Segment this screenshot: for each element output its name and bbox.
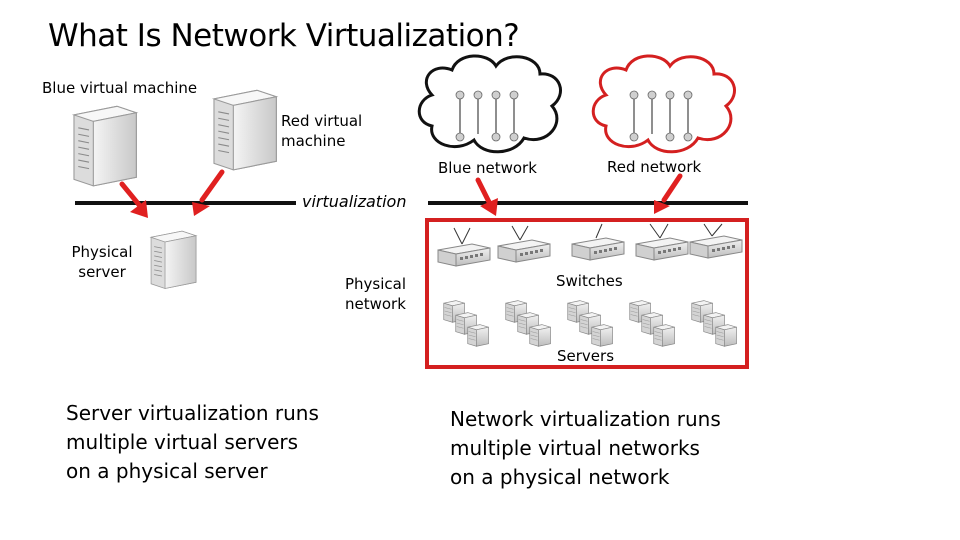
virtualization-label: virtualization (302, 192, 407, 211)
red-vm-icon (213, 89, 277, 171)
blue-network-label: Blue network (438, 159, 537, 177)
page-title: What Is Network Virtualization? (48, 18, 520, 54)
caption-line: Server virtualization runs (66, 401, 319, 425)
red-vm-label-line2: machine (281, 132, 346, 150)
blue-vm-icon (73, 105, 137, 187)
red-network-cloud-icon (591, 54, 736, 154)
caption-line: multiple virtual servers (66, 430, 299, 454)
physical-server-label-line1: Physical (71, 243, 133, 261)
caption-line: multiple virtual networks (450, 436, 700, 460)
physical-network-label: Physical network (345, 274, 406, 314)
blue-network-cloud-icon (417, 54, 562, 154)
switch-icons (437, 223, 743, 267)
switches-label: Switches (556, 272, 623, 290)
blue-vm-label: Blue virtual machine (42, 79, 198, 97)
servers-label: Servers (557, 347, 615, 365)
physical-server-label-line2: server (78, 263, 126, 281)
server-rack-icons (443, 300, 737, 347)
server-virtualization-caption: Server virtualization runs multiple virt… (66, 399, 319, 486)
physical-server-icon (150, 230, 197, 289)
switch-icon (497, 239, 551, 263)
physical-server-label: Physical server (64, 242, 140, 282)
physical-network-label-line1: Physical (345, 275, 407, 293)
network-virtualization-caption: Network virtualization runs multiple vir… (450, 405, 721, 492)
caption-line: on a physical server (66, 459, 268, 483)
caption-line: on a physical network (450, 465, 670, 489)
caption-line: Network virtualization runs (450, 407, 721, 431)
red-vm-label-line1: Red virtual (281, 112, 363, 130)
red-arrows (119, 169, 683, 218)
switch-icon (689, 235, 743, 259)
physical-network-label-line2: network (345, 295, 406, 313)
red-vm-label: Red virtual machine (281, 111, 362, 151)
switch-icon (571, 237, 625, 261)
physical-network-box (425, 218, 749, 369)
switch-icon (635, 237, 689, 261)
red-network-label: Red network (607, 158, 702, 176)
switch-icon (437, 243, 491, 267)
